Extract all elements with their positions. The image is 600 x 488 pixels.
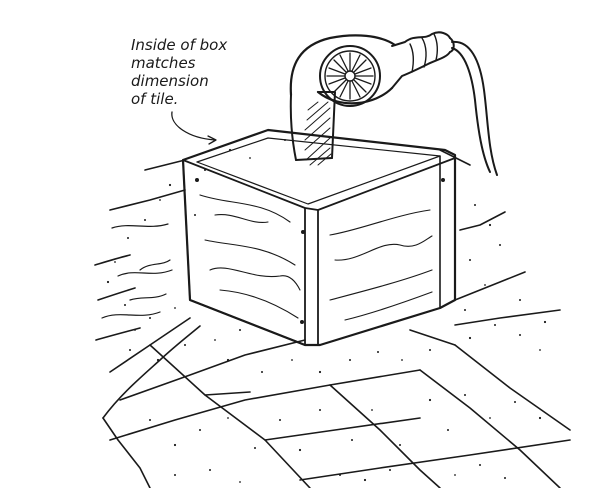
callout-line: Inside of box: [131, 36, 228, 54]
wooden-box: [181, 128, 457, 347]
vent-blades: [326, 52, 374, 100]
floor-shading: [101, 223, 173, 319]
hair-dryer: [289, 31, 498, 176]
callout-line: matches: [131, 54, 196, 72]
callout-line: of tile.: [131, 90, 179, 108]
power-cord: [451, 40, 498, 176]
callout-line: dimension: [131, 72, 209, 90]
floor-tiles: [94, 149, 571, 488]
callout-label: Inside of box matches dimension of tile.: [131, 36, 261, 108]
nozzle-hatch: [304, 101, 332, 166]
floor-speckles: [106, 139, 547, 483]
callout-leader: [171, 111, 217, 145]
